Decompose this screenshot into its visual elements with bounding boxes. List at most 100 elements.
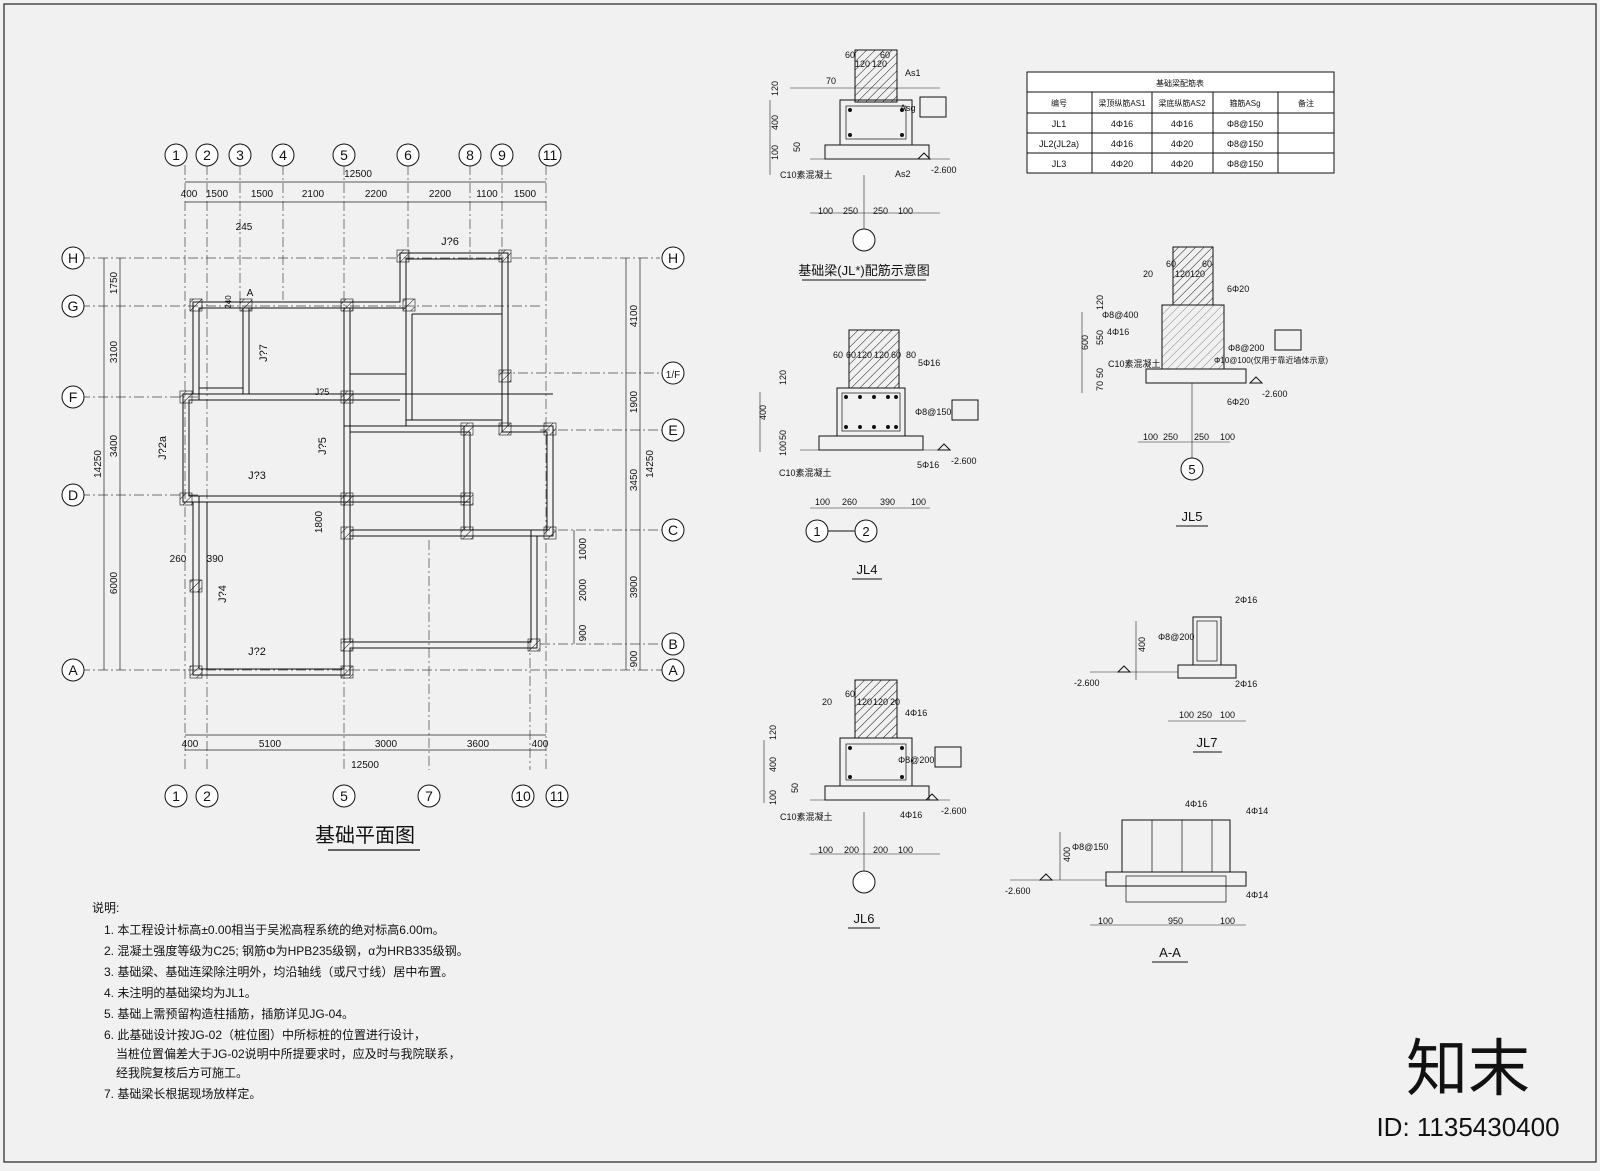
rebar-label: 4Φ16 (900, 810, 922, 820)
note-line: 经我院复核后方可施工。 (116, 1065, 248, 1080)
rebar-label: Φ8@200 (1158, 632, 1194, 642)
axis-label: H (68, 250, 78, 266)
rebar-label: As2 (895, 169, 911, 179)
section-jl-star: 70 60 120 120 60 As1 Asg As2 C10素混凝土 120… (769, 49, 957, 281)
axis-label: 1 (172, 788, 180, 804)
level: -2.600 (931, 165, 957, 175)
section-jl7: 2Φ16 Φ8@200 2Φ16 400 100 250 100 -2.600 … (1074, 595, 1257, 753)
section-title: JL5 (1182, 509, 1203, 524)
axis-label: G (68, 298, 79, 314)
dim: 100 (1220, 432, 1235, 442)
axis-label: 10 (515, 788, 531, 804)
plan-top-dim: 1500 (251, 189, 274, 200)
table-cell: 4Φ20 (1111, 159, 1133, 169)
note-line: 4. 未注明的基础梁均为JL1。 (104, 985, 257, 1000)
rebar-label: 2Φ16 (1235, 679, 1257, 689)
rebar-label: C10素混凝土 (1108, 358, 1161, 369)
beam-tag: J?4 (217, 585, 229, 603)
level: -2.600 (941, 806, 967, 816)
plan-bottom-dim: 3000 (375, 739, 398, 750)
rebar-label: 4Φ16 (1185, 799, 1207, 809)
axis-bubble (228, 143, 252, 167)
dim: 120 (770, 81, 780, 96)
plan-left-dim: 3100 (109, 340, 120, 363)
axis-bubble (195, 143, 219, 167)
dim: 20 (890, 697, 900, 707)
plan-top-dim: 2100 (302, 189, 325, 200)
plan-bottom-total: 12500 (351, 760, 379, 771)
section-mark: A (247, 288, 254, 299)
table-header: 箍筋ASg (1229, 98, 1260, 108)
plan-top-dim: 400 (181, 189, 198, 200)
rebar-label: 2Φ16 (1235, 595, 1257, 605)
axis-bubble (458, 143, 482, 167)
dim: 50 (1095, 368, 1105, 378)
section-jl4: 60 60 120 120 60 80 5Φ16 Φ8@150 5Φ16 C10… (758, 329, 979, 580)
dim: 60 (1202, 259, 1212, 269)
dim: 550 (1095, 330, 1105, 345)
table-title: 基础梁配筋表 (1156, 78, 1204, 88)
axis-bubble (511, 784, 535, 808)
plan-left-dim: 6000 (109, 571, 120, 594)
dim: 400 (758, 405, 768, 420)
axis-label: 4 (279, 147, 287, 163)
beam-tag: J?6 (441, 236, 459, 248)
dim: 60 (891, 350, 901, 360)
plan-dim-note: 1800 (314, 510, 325, 533)
note-line: 当桩位置偏差大于JG-02说明中所提要求时，应及时与我院联系， (116, 1046, 461, 1061)
rebar-label: Φ10@100(仅用于靠近墙体示意) (1214, 355, 1328, 365)
rebar-label: Asg (900, 103, 916, 113)
plan-left-dim: 1750 (109, 271, 120, 294)
axis-bubble (661, 632, 685, 656)
table-cell: 4Φ16 (1111, 139, 1133, 149)
dim: 120 (857, 697, 872, 707)
dim: 200 (844, 845, 859, 855)
dim: 100 (770, 145, 780, 160)
axis-label: 9 (498, 147, 506, 163)
axis-label: 5 (1188, 462, 1195, 477)
dim: 100 (1143, 432, 1158, 442)
dim: 50 (778, 430, 788, 440)
dim: 60 (880, 50, 890, 60)
axis-bubble (490, 143, 514, 167)
plan-dim-note: 245 (236, 222, 253, 233)
plan-right-dim: 1900 (629, 390, 640, 413)
plan-top-dim: 2200 (365, 189, 388, 200)
plan-bottom-dim: 400 (182, 739, 199, 750)
dim: 60 (845, 689, 855, 699)
dim: 120 (873, 697, 888, 707)
rebar-label: 6Φ20 (1227, 397, 1249, 407)
dim: 100 (898, 845, 913, 855)
axis-bubble (61, 658, 85, 682)
dim: 100 (1098, 916, 1113, 926)
dim: 100 (1220, 710, 1235, 720)
beam-tag: J?3 (248, 470, 266, 482)
dim: 120 (778, 370, 788, 385)
axis-bubble (545, 784, 569, 808)
plan-bottom-dim: 3600 (467, 739, 490, 750)
table-cell: Φ8@150 (1227, 139, 1263, 149)
axis-bubble (61, 294, 85, 318)
axis-label: 1 (172, 147, 180, 163)
axis-label: 5 (340, 147, 348, 163)
section-jl5: 20 60 120 120 60 6Φ20 Φ8@400 4Φ16 Φ8@200… (1080, 246, 1328, 527)
axis-label: C (668, 522, 678, 538)
rebar-label: 4Φ16 (1107, 327, 1129, 337)
note-line: 2. 混凝土强度等级为C25; 钢筋Φ为HPB235级钢，α为HRB335级钢。 (104, 943, 469, 958)
axis-label: A (68, 662, 78, 678)
brand-logo: 知末 (1406, 1032, 1530, 1105)
dim: 70 (1095, 381, 1105, 391)
table-header: 备注 (1298, 98, 1314, 108)
dim: 100 (818, 845, 833, 855)
axis-bubble (271, 143, 295, 167)
section-title: 基础梁(JL*)配筋示意图 (798, 263, 929, 278)
plan-right-total: 14250 (645, 450, 656, 478)
axis-label: 2 (203, 147, 211, 163)
plan-top-total: 12500 (344, 169, 372, 180)
plan-dim-note: 240 (224, 295, 233, 309)
dim: 100 (815, 497, 830, 507)
plan-left-dim: 3400 (109, 434, 120, 457)
